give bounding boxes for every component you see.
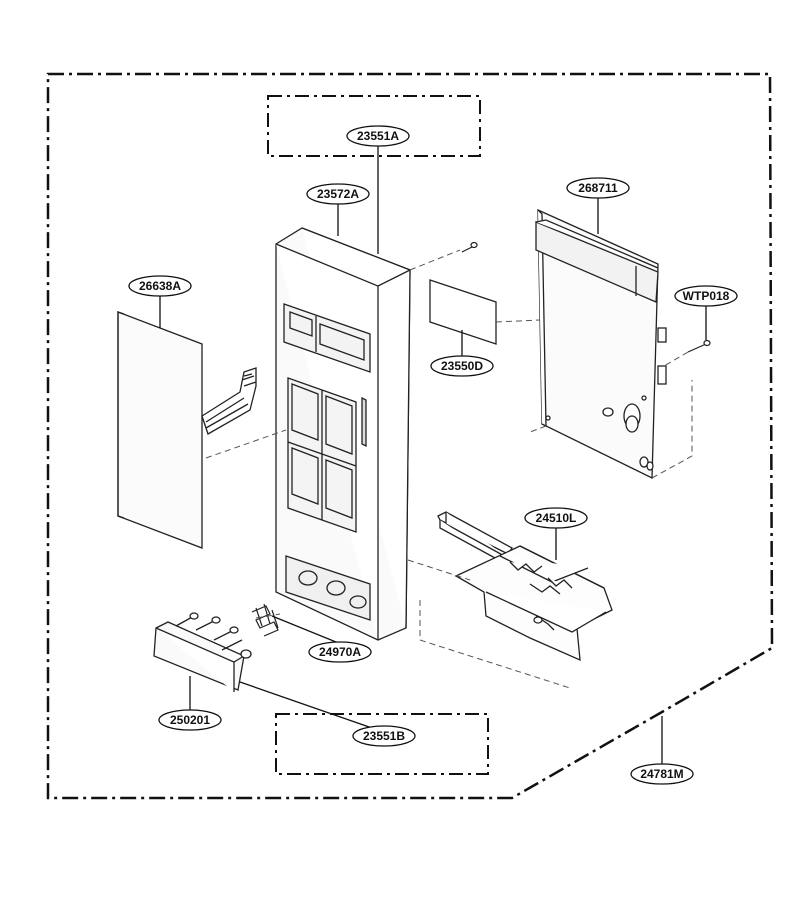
svg-text:268711: 268711 bbox=[578, 181, 618, 195]
svg-text:26638A: 26638A bbox=[139, 279, 181, 293]
label-250201: 250201 bbox=[158, 709, 222, 731]
label-23550d: 23550D bbox=[430, 355, 494, 377]
spring bbox=[251, 603, 279, 637]
control-panel-frame bbox=[275, 227, 411, 641]
label-26638a: 26638A bbox=[128, 275, 192, 297]
label-23551b: 23551B bbox=[352, 725, 416, 747]
label-24510l: 24510L bbox=[524, 507, 588, 529]
svg-text:23572A: 23572A bbox=[317, 187, 359, 201]
svg-text:24781M: 24781M bbox=[640, 767, 683, 781]
label-24970a: 24970A bbox=[308, 641, 372, 663]
membrane-switch bbox=[117, 311, 257, 549]
screw-wtp018 bbox=[687, 339, 711, 353]
kit-box-23551a bbox=[267, 95, 481, 157]
label-23572a: 23572A bbox=[306, 183, 370, 205]
door-open-button bbox=[153, 612, 252, 692]
svg-text:24970A: 24970A bbox=[319, 645, 361, 659]
svg-text:250201: 250201 bbox=[170, 713, 210, 727]
svg-text:24510L: 24510L bbox=[536, 511, 577, 525]
svg-text:23550D: 23550D bbox=[441, 359, 483, 373]
svg-text:23551B: 23551B bbox=[363, 729, 405, 743]
projection-lines bbox=[205, 249, 693, 689]
label-23551a: 23551A bbox=[346, 125, 410, 147]
svg-text:23551A: 23551A bbox=[357, 129, 399, 143]
leader-lines bbox=[159, 146, 707, 766]
screw-top bbox=[461, 241, 478, 253]
pcb-board bbox=[535, 208, 667, 480]
part-labels: 23551A 23572A 268711 26638A WTP018 23550… bbox=[128, 125, 738, 785]
display-window-part bbox=[429, 279, 497, 345]
label-24781m: 24781M bbox=[630, 763, 694, 785]
label-268711: 268711 bbox=[566, 177, 630, 199]
kit-box-23551b bbox=[275, 713, 489, 775]
assembly-boundary bbox=[46, 72, 774, 800]
door-latch-lever bbox=[437, 511, 613, 662]
label-wtp018: WTP018 bbox=[674, 285, 738, 307]
svg-text:WTP018: WTP018 bbox=[683, 289, 730, 303]
